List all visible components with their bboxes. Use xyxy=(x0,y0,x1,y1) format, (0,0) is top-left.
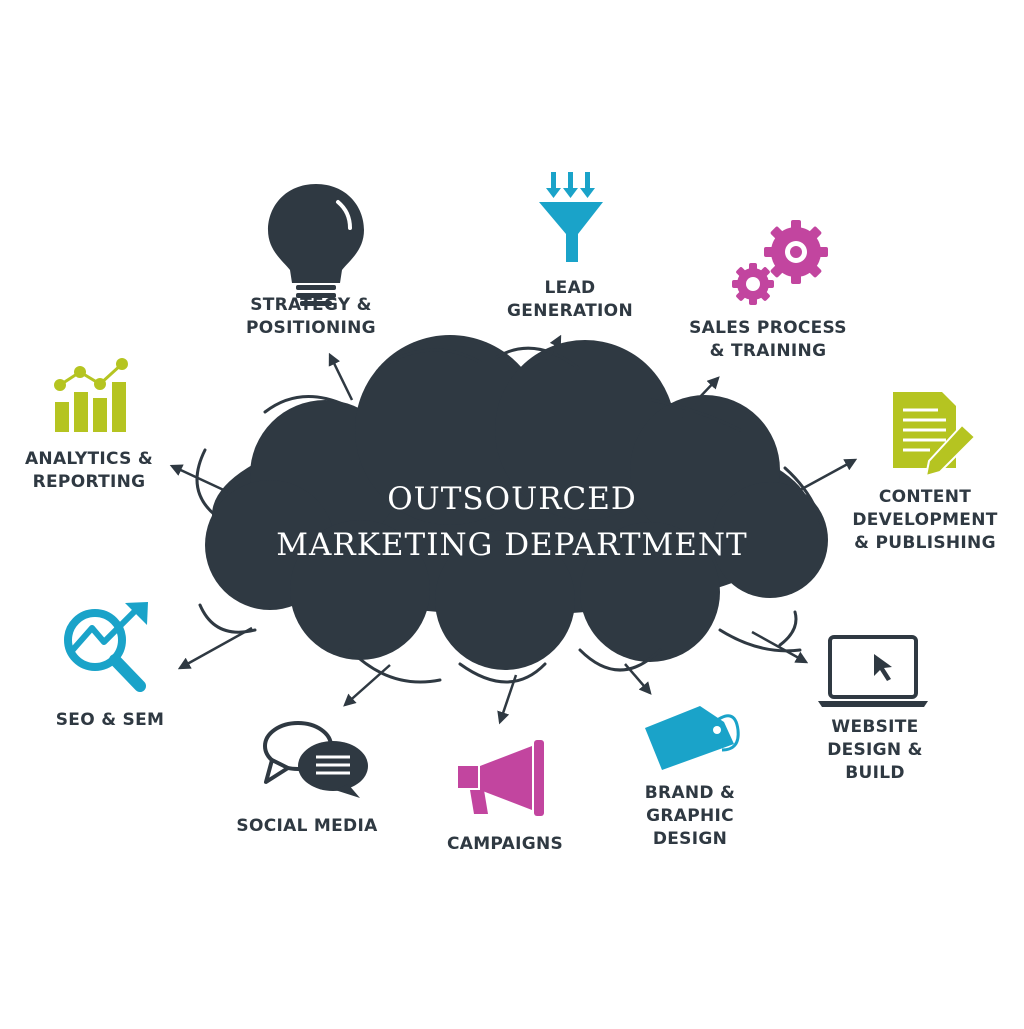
funnel-icon xyxy=(539,172,603,262)
label-campaigns: CAMPAIGNS xyxy=(430,833,580,856)
label-content-line3: & PUBLISHING xyxy=(854,533,996,553)
megaphone-icon xyxy=(458,740,544,816)
bar-chart-icon xyxy=(54,358,128,432)
central-cloud xyxy=(205,335,828,670)
arrow-campaigns xyxy=(497,674,518,725)
label-analytics-line1: ANALYTICS & xyxy=(24,449,154,469)
center-title-line1: OUTSOURCED xyxy=(387,481,637,517)
connector-arrows xyxy=(169,334,858,725)
arrow-social xyxy=(343,664,391,707)
arrow-brand xyxy=(624,663,652,695)
label-sales-process: SALES PROCESS & TRAINING xyxy=(678,317,858,363)
label-content-line2: DEVELOPMENT xyxy=(852,510,998,530)
label-website-line2: DESIGN & xyxy=(827,740,923,760)
label-social-line1: SOCIAL MEDIA xyxy=(236,816,378,836)
tag-icon xyxy=(645,706,740,770)
label-sales-line2: & TRAINING xyxy=(709,341,827,361)
label-website-line3: BUILD xyxy=(845,763,905,783)
label-lead-line2: GENERATION xyxy=(507,301,633,321)
label-lead-line1: LEAD xyxy=(544,278,596,298)
chat-bubbles-icon xyxy=(263,721,368,798)
label-social-media: SOCIAL MEDIA xyxy=(222,815,392,838)
label-content-line1: CONTENT xyxy=(878,487,972,507)
label-sales-line1: SALES PROCESS xyxy=(689,318,847,338)
label-seo: SEO & SEM xyxy=(40,709,180,732)
arrow-lead xyxy=(536,334,562,379)
center-title: OUTSOURCED MARKETING DEPARTMENT xyxy=(212,476,812,568)
gears-icon xyxy=(732,220,828,305)
label-brand-line1: BRAND & xyxy=(644,783,736,803)
label-strategy-line1: STRATEGY & xyxy=(250,295,372,315)
arrow-sales xyxy=(679,376,720,419)
label-strategy-line2: POSITIONING xyxy=(246,318,376,338)
label-campaigns-line1: CAMPAIGNS xyxy=(446,834,564,854)
arrow-content xyxy=(799,458,858,492)
label-analytics: ANALYTICS & REPORTING xyxy=(14,448,164,494)
label-strategy: STRATEGY & POSITIONING xyxy=(231,294,391,340)
cloud-outline-arcs xyxy=(195,346,824,684)
arrow-seo xyxy=(177,626,253,670)
lightbulb-icon xyxy=(268,184,364,306)
arrow-analytics xyxy=(169,464,229,494)
label-website-line1: WEBSITE xyxy=(831,717,919,737)
document-pencil-icon xyxy=(893,392,977,478)
arrow-website xyxy=(751,630,809,664)
center-title-line2: MARKETING DEPARTMENT xyxy=(276,527,748,563)
label-brand: BRAND & GRAPHIC DESIGN xyxy=(625,782,755,851)
label-lead-generation: LEAD GENERATION xyxy=(490,277,650,323)
label-analytics-line2: REPORTING xyxy=(32,472,146,492)
magnifier-trend-icon xyxy=(64,602,148,692)
label-brand-line3: DESIGN xyxy=(652,829,728,849)
laptop-cursor-icon xyxy=(818,635,928,707)
label-brand-line2: GRAPHIC xyxy=(646,806,734,826)
arrow-strategy xyxy=(328,352,354,401)
label-seo-line1: SEO & SEM xyxy=(55,710,165,730)
label-content: CONTENT DEVELOPMENT & PUBLISHING xyxy=(840,486,1010,555)
label-website: WEBSITE DESIGN & BUILD xyxy=(800,716,950,785)
